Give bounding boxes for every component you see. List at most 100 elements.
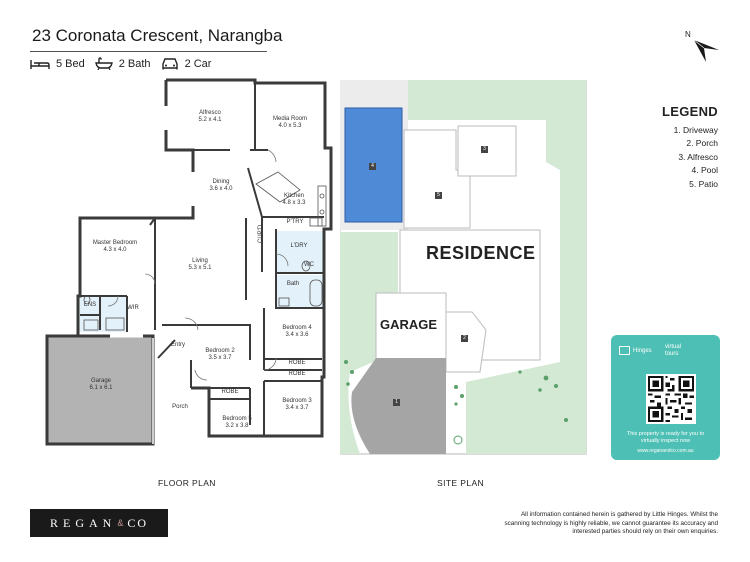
room-label-kitchen: Kitchen 4.8 x 3.3: [264, 193, 324, 207]
room-dimensions: 5.2 x 4.1: [198, 116, 222, 123]
room-dimensions: 4.8 x 3.3: [282, 199, 306, 206]
room-label-cupboard: CUP'D: [258, 225, 274, 259]
compass-north-label: N: [685, 30, 691, 39]
room-label-bedroom-4: Bedroom 4 3.4 x 3.6: [272, 325, 322, 339]
room-label-garage: Garage 6.1 x 6.1: [76, 378, 126, 392]
logo-co-text: CO: [127, 515, 149, 530]
room-label-media-room: Media Room 4.0 x 5.3: [260, 116, 320, 130]
room-name: Bedroom 2: [205, 348, 235, 354]
room-name: Media Room: [272, 116, 307, 122]
hinges-logo-icon: [619, 346, 630, 355]
bathroom-wet-area: [276, 275, 324, 308]
virtual-tour-card[interactable]: Hinges virtual tours This property is re…: [611, 335, 720, 460]
room-name: Bedroom 3: [282, 398, 312, 404]
site-marker-1: 1: [395, 399, 398, 405]
room-name: Kitchen: [283, 193, 304, 199]
bed-icon: [30, 59, 50, 69]
room-label-porch: Porch: [165, 404, 195, 411]
room-dimensions: 3.4 x 3.7: [285, 404, 309, 411]
legend-item: 4. Pool: [691, 165, 718, 176]
site-marker-5: 5: [437, 192, 440, 198]
room-label-master-bedroom: Master Bedroom 4.3 x 4.0: [92, 240, 138, 254]
legend-item: 2. Porch: [686, 138, 718, 149]
room-dimensions: 6.1 x 6.1: [89, 384, 113, 391]
room-name: P'TRY: [286, 219, 304, 225]
residence-footprint: [375, 125, 541, 373]
virtual-tour-message: This property is ready for you to virtua…: [626, 431, 705, 444]
site-marker-2: 2: [463, 335, 466, 341]
virtual-tours-line: tours: [665, 351, 679, 357]
laundry-wet-area: [276, 231, 324, 273]
room-label-alfresco: Alfresco 5.2 x 4.1: [180, 110, 240, 124]
regan-co-logo: REGAN & CO: [30, 509, 168, 537]
legend-item: 3. Alfresco: [678, 151, 718, 162]
room-name: WC: [304, 262, 314, 268]
room-name: Dining: [212, 179, 230, 185]
virtual-tours-line: virtual: [665, 344, 682, 350]
room-name: WIR: [127, 305, 139, 311]
logo-main-text: REGAN: [49, 515, 117, 530]
hinges-brand: Hinges: [619, 346, 652, 355]
feature-bed: 5 Bed: [30, 58, 85, 70]
room-label-pantry: P'TRY: [280, 219, 310, 226]
room-name: CUP'D: [258, 224, 264, 243]
room-name: ROBE: [288, 371, 306, 377]
virtual-tour-website[interactable]: www.reganandco.com.au: [637, 448, 694, 454]
hinges-brand-label: Hinges: [633, 347, 652, 354]
room-name: Bedroom 5: [222, 416, 252, 422]
legend-markers: [369, 146, 488, 406]
room-name: ROBE: [288, 360, 306, 366]
room-label-laundry: L'DRY: [284, 243, 314, 250]
room-label-dining: Dining 3.6 x 4.0: [191, 179, 251, 193]
legend-item: 1. Driveway: [673, 125, 718, 135]
logo-ampersand: &: [117, 518, 125, 528]
site-marker-3: 3: [483, 146, 486, 152]
site-plan-drawing: [340, 80, 587, 455]
room-name: Entry: [170, 342, 185, 348]
room-name: ENS: [83, 302, 97, 308]
room-dimensions: 4.0 x 5.3: [278, 122, 302, 129]
room-label-robe-3: ROBE: [282, 371, 312, 378]
room-dimensions: 3.5 x 3.7: [208, 354, 232, 361]
exterior-walls: [76, 78, 333, 438]
room-dimensions: 3.2 x 3.8: [225, 422, 249, 429]
room-name: ROBE: [221, 389, 239, 395]
room-dimensions: 3.6 x 4.0: [209, 185, 233, 192]
compass: N: [684, 30, 724, 66]
feature-car: 2 Car: [161, 57, 211, 70]
virtual-tours-label: virtual tours: [665, 344, 681, 358]
legend-item: 5. Patio: [689, 178, 718, 189]
room-label-bedroom-5: Bedroom 5 3.2 x 3.8: [212, 416, 262, 430]
room-label-ensuite: ENS: [82, 302, 98, 309]
feature-bath-label: 2 Bath: [118, 57, 151, 70]
bath-icon: [94, 57, 113, 70]
garage-site-label: GARAGE: [380, 317, 438, 332]
floor-plan-drawing: [45, 78, 333, 446]
room-label-robe-5: ROBE: [215, 389, 245, 396]
legend-list: 1. Driveway 2. Porch 3. Alfresco 4. Pool…: [674, 124, 718, 191]
room-label-bedroom-3: Bedroom 3 3.4 x 3.7: [272, 398, 322, 412]
room-name: L'DRY: [290, 243, 308, 249]
door-swings: [107, 149, 289, 381]
lawn-areas: [340, 80, 586, 454]
room-dimensions: 5.3 x 5.1: [188, 264, 212, 271]
feature-bed-label: 5 Bed: [56, 57, 85, 70]
site-marker-4: 4: [371, 163, 374, 169]
qr-code-icon[interactable]: [646, 374, 696, 424]
property-address-title: 23 Coronata Crescent, Narangba: [32, 26, 283, 45]
feature-bath: 2 Bath: [94, 57, 151, 70]
room-name: Living: [192, 258, 208, 264]
room-label-bedroom-2: Bedroom 2 3.5 x 3.7: [195, 348, 245, 362]
garden-shrubs: [344, 360, 568, 445]
feature-summary: 5 Bed 2 Bath 2 Car: [30, 57, 211, 70]
site-plan-caption: SITE PLAN: [437, 478, 485, 488]
room-dimensions: 3.4 x 3.6: [285, 331, 309, 338]
bath-fixtures: [83, 260, 323, 331]
room-dimensions: 4.3 x 4.0: [103, 246, 127, 253]
title-divider: [30, 51, 267, 52]
room-label-bath: Bath: [283, 281, 303, 288]
room-label-entry: Entry: [166, 342, 190, 349]
kitchen-fixtures: [255, 171, 327, 227]
room-openings: [110, 106, 195, 338]
legend-title: LEGEND: [662, 104, 718, 119]
